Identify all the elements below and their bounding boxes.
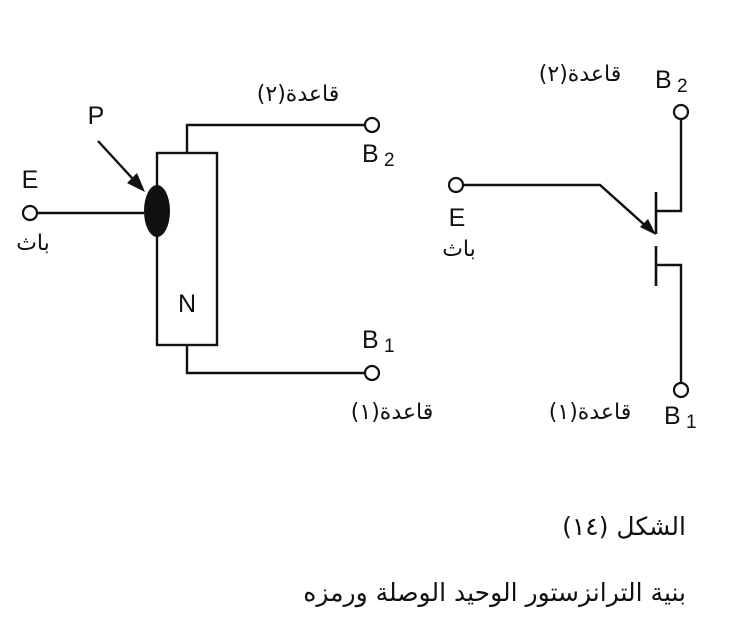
b2-wire — [185, 123, 365, 153]
p-label: P — [88, 102, 105, 130]
symbol-b1-subscript: 1 — [686, 412, 697, 433]
ujt-symbol: E باث قاعدة(٢) B 2 قاعدة(١) B 1 — [442, 62, 696, 433]
ujt-structure: N P E باث قاعدة(٢) B 2 B 1 قاعدة(١) — [16, 82, 433, 425]
symbol-b2-wire — [656, 119, 683, 213]
b1-subscript: 1 — [384, 336, 395, 357]
symbol-emitter-arabic: باث — [442, 237, 476, 262]
symbol-b1-wire — [656, 263, 683, 383]
symbol-b2-arabic: قاعدة(٢) — [539, 62, 621, 87]
n-bar — [155, 151, 219, 347]
emitter-letter: E — [22, 166, 39, 194]
figure-number: الشكل (١٤) — [562, 512, 686, 541]
symbol-emitter-terminal — [447, 176, 465, 194]
b2-arabic: قاعدة(٢) — [257, 82, 339, 107]
symbol-b2-letter: B — [655, 66, 672, 94]
symbol-emitter-wire — [463, 183, 649, 229]
figure-title: بنية الترانزستور الوحيد الوصلة ورمزه — [303, 578, 686, 607]
b2-terminal — [363, 116, 381, 134]
symbol-emitter-letter: E — [449, 204, 466, 232]
p-region — [144, 185, 170, 237]
b1-arabic: قاعدة(١) — [351, 400, 433, 425]
symbol-b1-arabic: قاعدة(١) — [549, 400, 631, 425]
p-arrow-head — [127, 173, 145, 192]
symbol-b1-letter: B — [664, 402, 681, 430]
b1-terminal — [363, 364, 381, 382]
p-arrow-shaft — [97, 140, 133, 179]
emitter-arabic: باث — [16, 231, 50, 256]
symbol-b1-terminal — [672, 381, 690, 399]
b1-letter: B — [362, 326, 379, 354]
emitter-terminal — [21, 204, 39, 222]
b2-subscript: 2 — [384, 150, 395, 171]
n-label: N — [178, 290, 196, 318]
symbol-b2-terminal — [672, 103, 690, 121]
symbol-emitter-arrow — [640, 219, 656, 235]
symbol-b2-subscript: 2 — [677, 76, 688, 97]
b1-wire — [185, 345, 365, 375]
b2-letter: B — [362, 140, 379, 168]
